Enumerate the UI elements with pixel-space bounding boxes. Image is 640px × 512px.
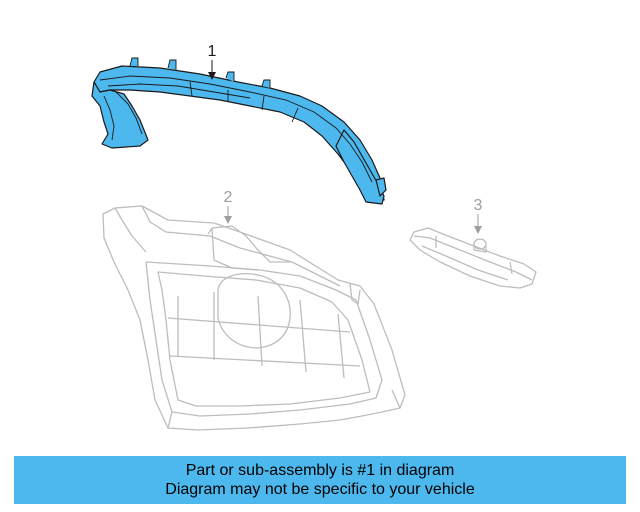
banner-line-2: Diagram may not be specific to your vehi…: [165, 481, 475, 498]
liftgate-trim-panel-icon: [102, 205, 406, 431]
callout-1-label: 1: [208, 43, 217, 60]
callout-3-label: 3: [474, 197, 483, 214]
callout-2: 2: [224, 189, 233, 224]
callout-2-label: 2: [224, 189, 233, 206]
info-banner: Part or sub-assembly is #1 in diagram Di…: [14, 456, 626, 504]
upper-trim-panel-icon: [91, 65, 387, 205]
callout-3: 3: [474, 197, 483, 234]
callout-1: 1: [208, 43, 217, 80]
upper-trim-panel-details: [99, 57, 373, 183]
banner-line-1: Part or sub-assembly is #1 in diagram: [185, 462, 455, 479]
info-banner-background: [14, 456, 626, 504]
handle-trim-icon: [409, 227, 537, 289]
